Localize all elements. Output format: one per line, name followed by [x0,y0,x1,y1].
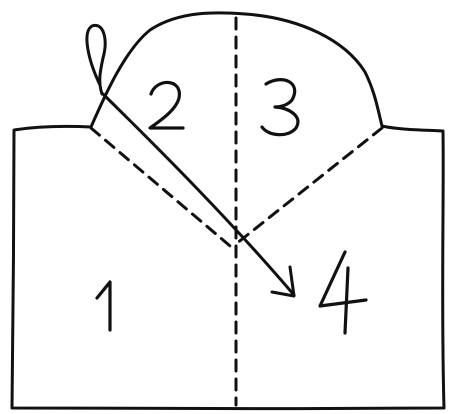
left-fold-line [89,126,238,253]
fold-arrow-head [270,265,296,298]
region-1-numeral [95,280,112,332]
right-fold-line [234,126,384,246]
fold-arrow-shaft [101,92,296,297]
region-4-numeral [318,250,368,335]
region-2-numeral [148,80,185,130]
fold-arrow [85,23,296,298]
shape-outline [10,11,446,411]
region-3-numeral [260,78,300,137]
fold-arrow-loop [85,23,107,96]
